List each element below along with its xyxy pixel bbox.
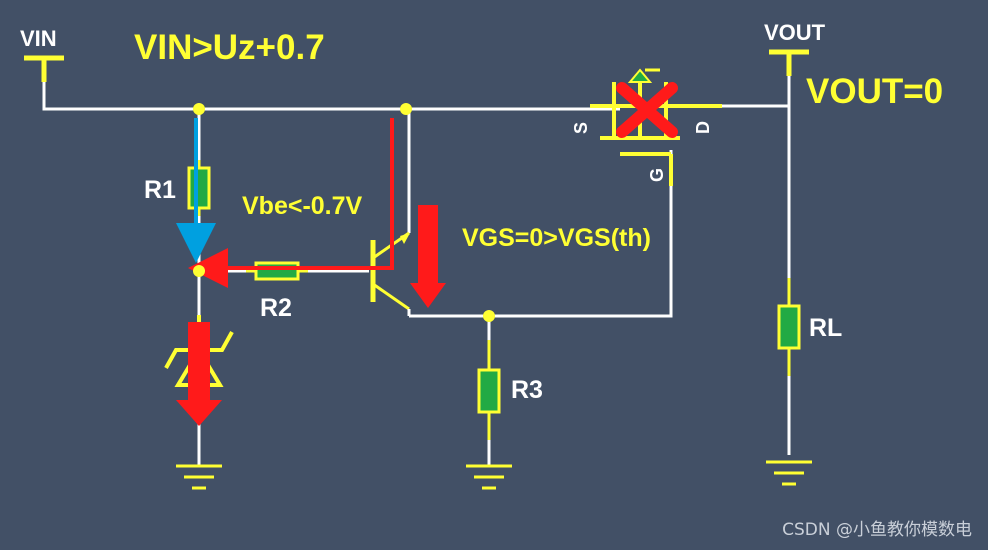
mosfet-off-cross <box>616 82 678 138</box>
mos-gate-label: G <box>647 167 667 182</box>
vgs-label: VGS=0>VGS(th) <box>462 224 651 252</box>
ground-symbol-zener <box>176 464 222 490</box>
watermark: CSDN @小鱼教你模数电 <box>782 520 972 540</box>
vbe-label: Vbe<-0.7V <box>242 192 363 220</box>
mos-drain-label: D <box>693 121 713 134</box>
r1-resistor <box>187 160 211 216</box>
r2-resistor <box>199 261 369 281</box>
vin-label: VIN <box>20 26 57 51</box>
junction-dots <box>193 103 495 322</box>
mos-source-label: S <box>571 121 591 134</box>
current-arrow-red-path <box>188 118 394 288</box>
condition-vout-label: VOUT=0 <box>806 72 944 111</box>
r3-resistor <box>477 340 501 440</box>
current-arrow-red-transistor <box>410 205 446 308</box>
ground-symbol-r3 <box>466 464 512 490</box>
collector-gate-wires <box>409 150 673 466</box>
vout-label: VOUT <box>764 20 826 45</box>
rl-resistor <box>777 278 801 455</box>
r3-label: R3 <box>511 376 543 404</box>
vin-terminal <box>24 55 64 82</box>
condition-vin-label: VIN>Uz+0.7 <box>134 28 325 67</box>
ground-symbol-rl <box>766 460 812 486</box>
r1-label: R1 <box>144 176 176 204</box>
rl-label: RL <box>809 314 843 342</box>
r2-label: R2 <box>260 294 292 322</box>
current-arrow-red-zener <box>176 322 222 426</box>
vout-terminal <box>769 49 809 76</box>
